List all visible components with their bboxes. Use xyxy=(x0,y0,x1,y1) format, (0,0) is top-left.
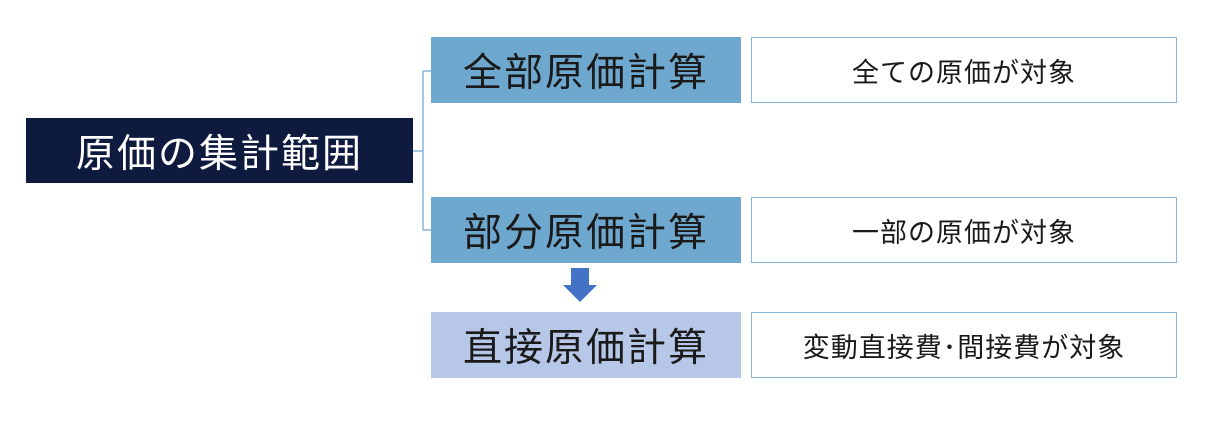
description-full-costing-text: 全ての原価が対象 xyxy=(852,57,1076,89)
method-direct-costing: 直接原価計算 xyxy=(431,312,741,378)
method-full-costing: 全部原価計算 xyxy=(431,37,741,103)
root-label: 原価の集計範囲 xyxy=(75,131,363,177)
method-full-costing-label: 全部原価計算 xyxy=(462,51,709,96)
down-arrow-icon xyxy=(563,268,597,302)
description-direct-costing: 変動直接費･間接費が対象 xyxy=(751,312,1177,378)
description-partial-costing-text: 一部の原価が対象 xyxy=(852,217,1076,249)
method-partial-costing-label: 部分原価計算 xyxy=(462,211,709,256)
description-partial-costing: 一部の原価が対象 xyxy=(751,197,1177,263)
root-node: 原価の集計範囲 xyxy=(26,118,413,183)
description-direct-costing-text: 変動直接費･間接費が対象 xyxy=(802,332,1126,364)
method-partial-costing: 部分原価計算 xyxy=(431,197,741,263)
description-full-costing: 全ての原価が対象 xyxy=(751,37,1177,103)
bracket-connector xyxy=(413,70,431,231)
method-direct-costing-label: 直接原価計算 xyxy=(462,326,709,371)
